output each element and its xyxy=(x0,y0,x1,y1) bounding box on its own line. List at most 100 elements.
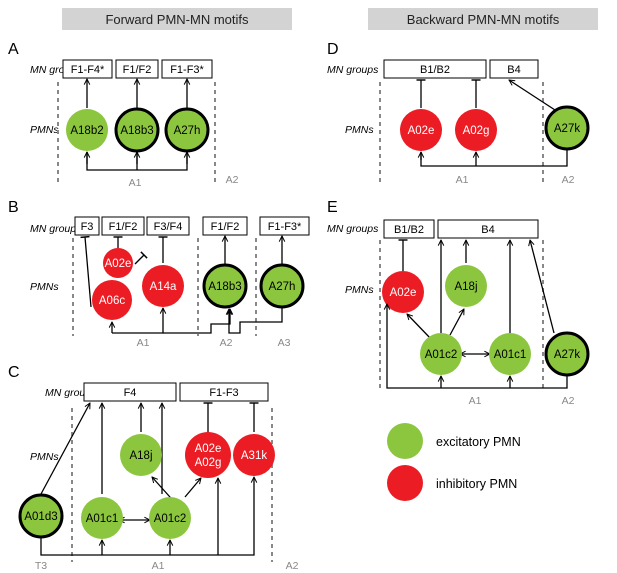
pmn-node-label: A02g xyxy=(195,457,222,469)
mn-box xyxy=(179,382,269,402)
pmn-node-label: A02e xyxy=(195,443,222,455)
pmn-node-label: A01d3 xyxy=(24,511,57,523)
pmn-node-excitatory xyxy=(202,263,248,309)
panel-b-mn-label: MN groups xyxy=(30,223,82,235)
pmn-node-inhibitory xyxy=(92,280,132,320)
panel-a-letter: A xyxy=(8,41,19,58)
pmn-node-inhibitory xyxy=(103,248,133,278)
mn-box-label: B4 xyxy=(507,64,520,76)
header-forward: Forward PMN-MN motifs xyxy=(105,12,249,27)
panel-e-pmn-label: PMNs xyxy=(345,284,374,296)
mn-box-label: F1-F4* xyxy=(71,64,105,76)
pmn-node-label: A31k xyxy=(241,450,267,462)
panel-d: D MN groups PMNs B1/B2 B4 A02e A02g A27k… xyxy=(327,41,590,186)
pmn-node-label: A01c1 xyxy=(494,349,527,361)
pmn-node-label: A27h xyxy=(269,281,296,293)
mn-box xyxy=(74,216,100,236)
panel-e-letter: E xyxy=(327,199,338,216)
segment-label: A3 xyxy=(278,337,291,349)
panel-c-pmn-label: PMNs xyxy=(30,451,59,463)
pmn-node-label: A14a xyxy=(150,281,177,293)
mn-box xyxy=(383,219,435,239)
header-forward-bg xyxy=(62,8,292,30)
panel-c: C MN groups PMNs F4 F1-F3 A18j A02e A02g… xyxy=(8,364,299,572)
mn-box xyxy=(161,59,213,79)
pmn-node-excitatory xyxy=(445,265,487,307)
panel-e-mn-label: MN groups xyxy=(327,223,379,235)
mn-box-label: B1/B2 xyxy=(394,224,424,236)
mn-box xyxy=(101,216,145,236)
mn-box-label: F1/F2 xyxy=(211,221,240,233)
legend-inhibitory-label: inhibitory PMN xyxy=(436,477,517,491)
pmn-node-label: A18b2 xyxy=(70,125,103,137)
pmn-node-label: A02g xyxy=(463,125,490,137)
pmn-node-label: A01c1 xyxy=(86,513,119,525)
pmn-node-excitatory xyxy=(544,331,590,377)
pmn-node-excitatory xyxy=(18,493,64,539)
mn-box xyxy=(259,216,310,236)
pmn-node-excitatory xyxy=(164,107,210,153)
mn-box xyxy=(83,382,177,402)
panel-b: B MN groups PMNs F3 F1/F2 F3/F4 F1/F2 F1… xyxy=(8,199,310,349)
header-backward: Backward PMN-MN motifs xyxy=(407,12,560,27)
pmn-node-excitatory xyxy=(120,434,162,476)
pmn-node-label: A01c2 xyxy=(154,513,187,525)
mn-box-label: B1/B2 xyxy=(420,64,450,76)
segment-label: A1 xyxy=(456,174,469,186)
panel-c-letter: C xyxy=(8,364,20,381)
segment-label: A2 xyxy=(286,560,299,572)
pmn-node-label: A02e xyxy=(390,287,417,299)
pmn-node-inhibitory xyxy=(400,109,442,151)
legend-excitatory-label: excitatory PMN xyxy=(436,435,521,449)
panel-e: E MN groups PMNs B1/B2 B4 A02e A18j A01c… xyxy=(327,199,590,407)
segment-label: T3 xyxy=(35,560,47,572)
mn-box-label: F1-F3* xyxy=(170,64,204,76)
mn-box-label: F3/F4 xyxy=(154,221,183,233)
panel-d-letter: D xyxy=(327,41,339,58)
mn-box-label: F3 xyxy=(81,221,94,233)
pmn-node-excitatory xyxy=(81,497,123,539)
pmn-node-inhibitory xyxy=(233,434,275,476)
pmn-node-label: A18j xyxy=(129,450,152,462)
pmn-node-excitatory xyxy=(489,333,531,375)
mn-box-label: F1/F2 xyxy=(123,64,152,76)
pmn-node-excitatory xyxy=(420,333,462,375)
pmn-node-excitatory xyxy=(544,105,590,151)
segment-label: A2 xyxy=(226,174,239,186)
pmn-node-label: A27k xyxy=(554,123,580,135)
segment-label: A1 xyxy=(152,560,165,572)
panel-d-pmn-label: PMNs xyxy=(345,124,374,136)
panel-b-letter: B xyxy=(8,199,19,216)
mn-box xyxy=(62,59,113,79)
segment-label: A2 xyxy=(562,174,575,186)
mn-box-label: F1-F3 xyxy=(209,387,238,399)
pmn-node-excitatory xyxy=(114,107,160,153)
panel-a: A MN groups PMNs F1-F4* F1/F2 F1-F3* A18… xyxy=(8,41,239,189)
legend: excitatory PMN inhibitory PMN xyxy=(387,423,521,501)
segment-label: A1 xyxy=(469,395,482,407)
mn-box xyxy=(437,219,539,239)
mn-box-label: F1-F3* xyxy=(268,221,302,233)
pmn-node-inhibitory xyxy=(185,432,231,478)
pmn-node-label: A02e xyxy=(408,125,435,137)
mn-box xyxy=(115,59,159,79)
pmn-node-excitatory xyxy=(149,497,191,539)
header-backward-bg xyxy=(368,8,598,30)
pmn-node-label: A27h xyxy=(174,125,201,137)
mn-box xyxy=(383,59,487,79)
mn-box xyxy=(146,216,190,236)
mn-box xyxy=(489,59,539,79)
mn-box-label: B4 xyxy=(481,224,494,236)
pmn-node-inhibitory xyxy=(382,271,424,313)
pmn-node-label: A18b3 xyxy=(208,281,241,293)
legend-excitatory-swatch xyxy=(387,423,423,459)
pmn-node-label: A06c xyxy=(99,295,125,307)
segment-label: A2 xyxy=(220,337,233,349)
mn-box xyxy=(202,216,248,236)
segment-label: A1 xyxy=(137,337,150,349)
panel-a-pmn-label: PMNs xyxy=(30,124,59,136)
pmn-node-label: A02e xyxy=(105,258,132,270)
panel-b-pmn-label: PMNs xyxy=(30,281,59,293)
panel-d-mn-label: MN groups xyxy=(327,64,379,76)
